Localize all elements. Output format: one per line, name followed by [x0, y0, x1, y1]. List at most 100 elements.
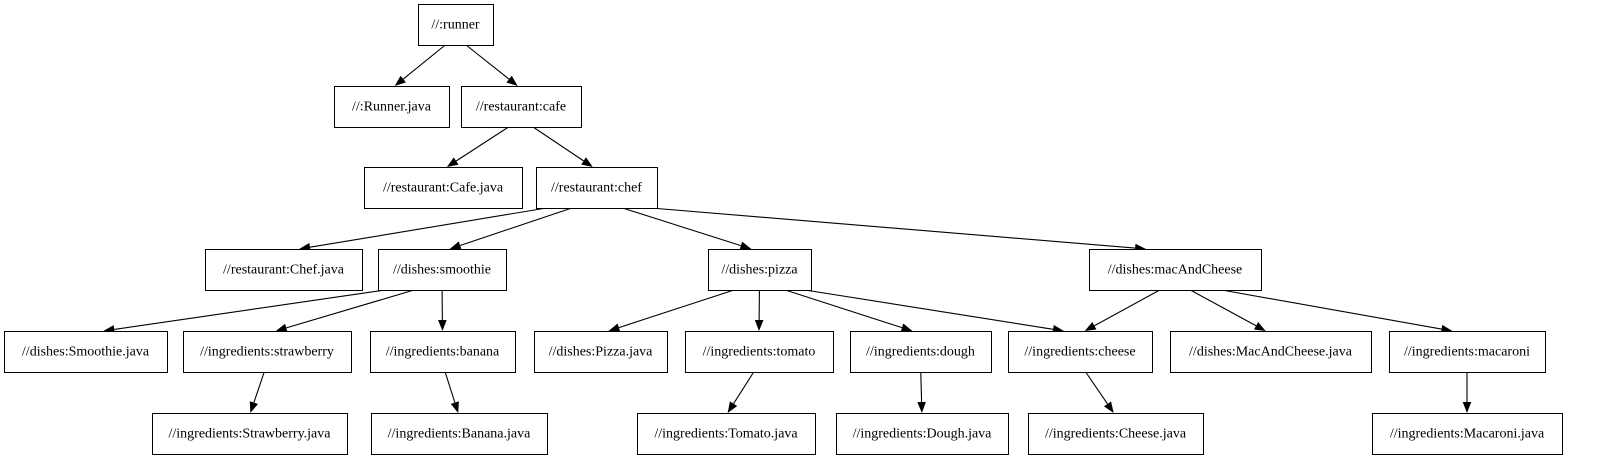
node-box[interactable] [1028, 413, 1204, 455]
node-box[interactable] [1389, 331, 1546, 373]
graph-node-cafe-java[interactable]: //restaurant:Cafe.java [364, 167, 523, 209]
edge-line [1085, 371, 1108, 405]
edge-line [650, 207, 1136, 249]
graph-node-dough-java[interactable]: //ingredients:Dough.java [836, 413, 1009, 455]
node-box[interactable] [534, 331, 668, 373]
node-label: //ingredients:Strawberry.java [169, 427, 332, 442]
node-label: //ingredients:Tomato.java [654, 427, 798, 442]
edge-line [785, 289, 903, 329]
edge-arrowhead [917, 401, 926, 413]
edge-line [1221, 289, 1442, 330]
graph-edge [1084, 289, 1161, 331]
node-box[interactable] [1170, 331, 1372, 373]
node-box[interactable] [183, 331, 352, 373]
graph-node-pizza-java[interactable]: //dishes:Pizza.java [534, 331, 668, 373]
graph-edge [785, 289, 913, 332]
edge-arrowhead [249, 401, 258, 413]
graph-node-ing-tomato[interactable]: //ingredients:tomato [685, 331, 834, 373]
node-label: //:Runner.java [352, 100, 432, 115]
graph-node-chef-java[interactable]: //restaurant:Chef.java [205, 249, 363, 291]
graph-edge [754, 289, 764, 331]
node-label: //ingredients:Cheese.java [1045, 427, 1187, 442]
node-label: //:runner [431, 18, 480, 33]
node-label: //ingredients:tomato [703, 345, 816, 360]
edge-line [459, 207, 572, 247]
graph-node-smoothie-java[interactable]: //dishes:Smoothie.java [4, 331, 168, 373]
graph-edge [917, 371, 926, 413]
edge-line [114, 289, 386, 330]
node-box[interactable] [461, 86, 582, 128]
edge-line [618, 289, 735, 329]
node-box[interactable] [1089, 249, 1262, 291]
node-box[interactable] [536, 167, 658, 209]
edge-arrowhead [446, 157, 459, 167]
node-box[interactable] [418, 4, 494, 46]
node-box[interactable] [371, 413, 548, 455]
edge-arrowhead [754, 319, 764, 331]
node-box[interactable] [685, 331, 834, 373]
graph-nodes-layer: //:runner //:Runner.java //restaurant:cafe… [4, 4, 1563, 455]
node-label: //ingredients:cheese [1024, 345, 1135, 360]
node-box[interactable] [364, 167, 523, 209]
edge-arrowhead [1462, 402, 1472, 413]
graph-node-restaurant-chef[interactable]: //restaurant:chef [536, 167, 658, 209]
edge-line [286, 289, 415, 329]
node-box[interactable] [378, 249, 507, 291]
node-box[interactable] [152, 413, 348, 455]
graph-node-strawberry-java[interactable]: //ingredients:Strawberry.java [152, 413, 348, 455]
edge-arrowhead [727, 401, 738, 413]
graph-node-ing-dough[interactable]: //ingredients:dough [850, 331, 992, 373]
node-label: //dishes:smoothie [393, 263, 491, 278]
edge-arrowhead [449, 241, 462, 250]
graph-edge [727, 371, 755, 413]
edge-line [920, 371, 923, 403]
edge-line [253, 371, 265, 403]
graph-node-runner-java[interactable]: //:Runner.java [334, 86, 450, 128]
graph-node-dishes-macandcheese[interactable]: //dishes:macAndCheese [1089, 249, 1262, 291]
node-box[interactable] [1372, 413, 1563, 455]
node-label: //ingredients:banana [386, 345, 500, 360]
edge-line [465, 44, 510, 80]
graph-node-dishes-pizza[interactable]: //dishes:pizza [708, 249, 812, 291]
node-box[interactable] [637, 413, 816, 455]
node-label: //restaurant:cafe [476, 100, 566, 115]
node-label: //ingredients:dough [866, 345, 975, 360]
graph-node-ing-strawberry[interactable]: //ingredients:strawberry [183, 331, 352, 373]
graph-edge [1462, 372, 1472, 413]
graph-node-macaroni-java[interactable]: //ingredients:Macaroni.java [1372, 413, 1563, 455]
node-label: //ingredients:Macaroni.java [1390, 427, 1545, 442]
graph-node-cheese-java[interactable]: //ingredients:Cheese.java [1028, 413, 1204, 455]
graph-node-restaurant-cafe[interactable]: //restaurant:cafe [461, 86, 582, 128]
graph-node-tomato-java[interactable]: //ingredients:Tomato.java [637, 413, 816, 455]
edge-arrowhead [1084, 321, 1097, 331]
graph-node-dishes-smoothie[interactable]: //dishes:smoothie [378, 249, 507, 291]
graph-node-runner[interactable]: //:runner [418, 4, 494, 46]
node-label: //dishes:MacAndCheese.java [1189, 345, 1353, 360]
node-box[interactable] [334, 86, 450, 128]
graph-node-ing-macaroni[interactable]: //ingredients:macaroni [1389, 331, 1546, 373]
graph-node-ing-banana[interactable]: //ingredients:banana [370, 331, 516, 373]
node-box[interactable] [836, 413, 1009, 455]
graph-edge [650, 207, 1147, 253]
graph-node-macandcheese-java[interactable]: //dishes:MacAndCheese.java [1170, 331, 1372, 373]
graph-node-ing-cheese[interactable]: //ingredients:cheese [1008, 331, 1153, 373]
node-label: //dishes:Pizza.java [549, 345, 654, 360]
node-box[interactable] [850, 331, 992, 373]
edge-arrowhead [1254, 321, 1266, 331]
graph-edge [449, 207, 572, 250]
node-box[interactable] [1008, 331, 1153, 373]
node-box[interactable] [708, 249, 812, 291]
node-box[interactable] [4, 331, 168, 373]
graph-node-banana-java[interactable]: //ingredients:Banana.java [371, 413, 548, 455]
node-label: //ingredients:strawberry [200, 345, 334, 360]
graph-edge [1085, 371, 1114, 413]
graph-edge [444, 371, 459, 413]
edge-line [804, 289, 1054, 330]
graph-edge [1190, 289, 1266, 331]
edge-arrowhead [739, 241, 752, 250]
node-box[interactable] [205, 249, 363, 291]
graph-edge [249, 371, 265, 413]
edge-arrowhead [1103, 401, 1114, 413]
node-box[interactable] [370, 331, 516, 373]
